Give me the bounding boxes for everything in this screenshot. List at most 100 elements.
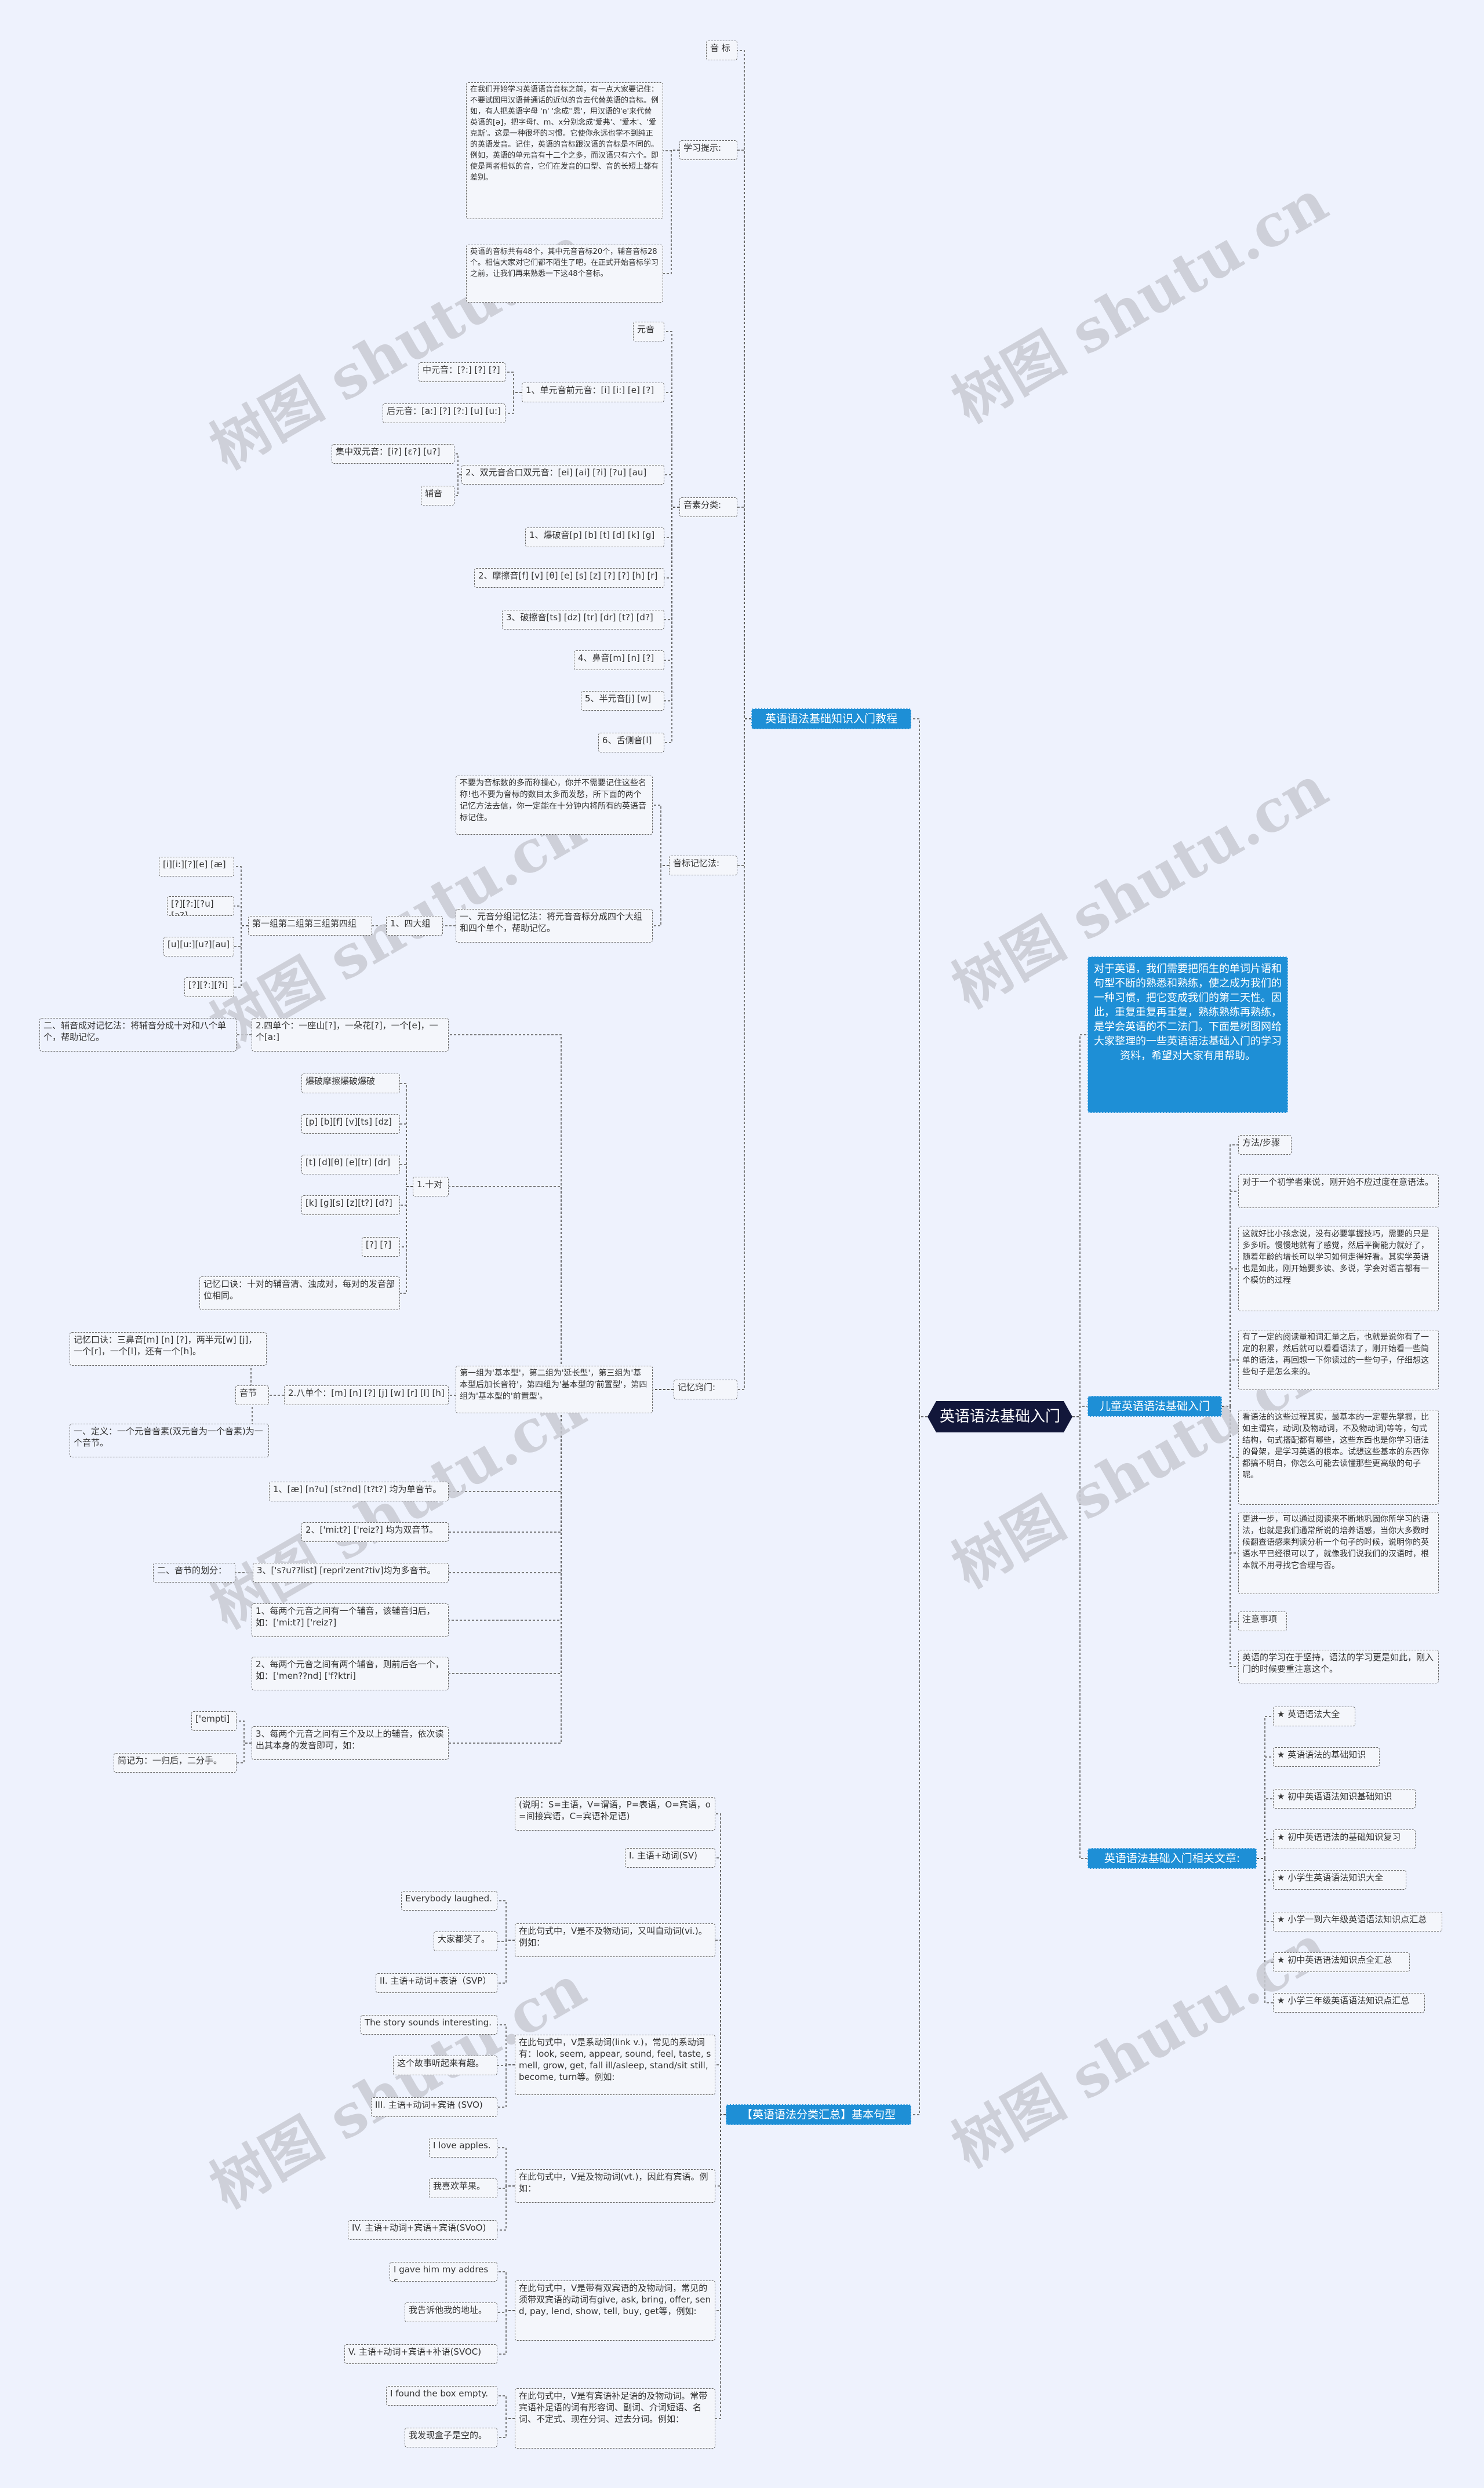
node-study-tip-text[interactable]: 在我们开始学习英语语音音标之前，有一点大家要记住：不要试图用汉语普通话的近似的音… (466, 82, 663, 219)
root-node[interactable]: 英语语法基础入门 (928, 1401, 1072, 1432)
related-article-link[interactable]: ★ 初中英语语法的基础知识复习 (1273, 1829, 1416, 1849)
node-centring-diphthong[interactable]: 集中双元音：[i?] [ε?] [u?] (332, 444, 454, 464)
connector (454, 474, 461, 496)
node-memory-method[interactable]: 音标记忆法: (669, 856, 737, 875)
node-intro-text[interactable]: 对于英语，我们需要把陌生的单词片语和句型不断的熟悉和熟练，使之成为我们的一种习惯… (1087, 956, 1288, 1113)
node-step-5[interactable]: 更进一步，可以通过阅读来不断地巩固你所学习的语法，也就是我们通常所说的培养语感，… (1238, 1512, 1439, 1594)
node-division-rule-1[interactable]: 1、每两个元音之间有一个辅音，该辅音归后，如：['mi:t?] ['reiz?] (252, 1603, 449, 1637)
node-step-4[interactable]: 看语法的这些过程其实，最基本的一定要先掌握，比如主谓宾，动词(及物动词，不及物动… (1238, 1410, 1439, 1505)
branch-sentence-patterns[interactable]: 【英语语法分类汇总】基本句型 (726, 2104, 911, 2125)
node-four-groups[interactable]: 1、四大组 (386, 916, 443, 936)
node-step-3[interactable]: 有了一定的阅读量和词汇量之后，也就是说你有了一定的积累，然后就可以看看语法了，刚… (1238, 1330, 1439, 1390)
node-study-tip[interactable]: 学习提示: (679, 140, 737, 160)
node-pattern-svoc-translation[interactable]: 我发现盒子是空的。 (405, 2428, 497, 2447)
node-pattern-svp-translation[interactable]: 这个故事听起来有趣。 (393, 2056, 497, 2075)
node-pattern-svoo[interactable]: IV. 主语+动词+宾语+宾语(SVoO) (348, 2220, 497, 2240)
node-singles-mnemonic[interactable]: 记忆口诀：三鼻音[m] [n] [?]，两半元[w] [j]，一个[r]，一个[… (70, 1332, 267, 1366)
related-article-link[interactable]: ★ 小学一到六年级英语语法知识点汇总 (1273, 1912, 1442, 1932)
node-pair-types[interactable]: 爆破摩擦爆破爆破 (301, 1074, 400, 1093)
node-syllable[interactable]: 音节 (235, 1385, 269, 1405)
related-article-link[interactable]: ★ 英语语法的基础知识 (1273, 1747, 1380, 1767)
node-notes[interactable]: 注意事项 (1238, 1612, 1287, 1631)
node-vowel[interactable]: 元音 (633, 322, 664, 341)
node-plosive[interactable]: 1、爆破音[p] [b] [t] [d] [k] [g] (525, 528, 664, 547)
node-division-summary[interactable]: 简记为：一归后，二分手。 (114, 1753, 237, 1773)
node-pattern-svo[interactable]: III. 主语+动词+宾语 (SVO) (371, 2097, 497, 2117)
node-group-4[interactable]: [?][?:][?i] (184, 977, 234, 997)
node-pattern-sv-translation[interactable]: 大家都笑了。 (434, 1932, 497, 1951)
connector (715, 2114, 726, 2419)
node-division-rule-2[interactable]: 2、每两个元音之间有两个辅音，则前后各一个，如：['men??nd] ['f?k… (252, 1657, 449, 1690)
node-pattern-svoo-translation[interactable]: 我告诉他我的地址。 (405, 2303, 497, 2322)
related-article-link[interactable]: ★ 初中英语语法知识基础知识 (1273, 1789, 1416, 1809)
node-steps[interactable]: 方法/步骤 (1238, 1135, 1292, 1155)
node-pair-row-4[interactable]: [?] [?] (362, 1237, 400, 1257)
node-pattern-sv-example[interactable]: Everybody laughed. (401, 1891, 497, 1911)
node-group-2[interactable]: [?][?:][?u][a?] (167, 896, 234, 916)
node-pattern-svp[interactable]: II. 主语+动词+表语（SVP） (376, 1973, 497, 1993)
node-pattern-svoc[interactable]: V. 主语+动词+宾语+补语(SVOC) (344, 2344, 497, 2364)
node-group-names[interactable]: 第一组第二组第三组第四组 (248, 916, 372, 936)
node-vowel-grouping[interactable]: 一、元音分组记忆法：将元音音标分成四个大组和四个单个，帮助记忆。 (456, 909, 653, 943)
node-pair-row-1[interactable]: [p] [b][f] [v][ts] [dz] (301, 1114, 400, 1134)
branch-children-grammar[interactable]: 儿童英语语法基础入门 (1087, 1396, 1222, 1417)
node-pattern-svoc-example[interactable]: I found the box empty. (386, 2386, 497, 2406)
node-pair-row-2[interactable]: [t] [d][θ] [e][tr] [dr] (301, 1155, 400, 1174)
node-pattern-sv-desc[interactable]: 在此句式中，V是不及物动词，又叫自动词(vi.)。例如： (515, 1923, 715, 1957)
node-memory-tips-text[interactable]: 第一组为'基本型'，第二组为'延长型'，第三组为'基本型后加长音符'，第四组为'… (456, 1366, 653, 1413)
node-affricate[interactable]: 3、破擦音[ts] [dz] [tr] [dr] [t?] [d?] (502, 610, 664, 630)
node-eight-singles[interactable]: 2.八单个：[m] [n] [?] [j] [w] [r] [l] [h] (284, 1385, 449, 1405)
node-step-2[interactable]: 这就好比小孩念说，没有必要掌握技巧，需要的只是多多听。慢慢地就有了感觉，然后平衡… (1238, 1227, 1439, 1311)
node-consonant-pairs[interactable]: 二、辅音成对记忆法：将辅音分成十对和八个单个，帮助记忆。 (39, 1018, 237, 1052)
node-step-1[interactable]: 对于一个初学者来说，刚开始不应过度在意语法。 (1238, 1174, 1439, 1208)
node-division-rule-3[interactable]: 3、每两个元音之间有三个及以上的辅音，依次读出其本身的发音即可，如： (252, 1726, 449, 1760)
node-pattern-svoo-desc[interactable]: 在此句式中，V是带有双宾语的及物动词，常见的须带双宾语的动词有give, ask… (515, 2280, 715, 2341)
node-pattern-sv[interactable]: I. 主语+动词(SV) (625, 1848, 715, 1868)
node-monosyllable[interactable]: 1、[æ] [n?u] [st?nd] [t?t?] 均为单音节。 (269, 1482, 449, 1501)
node-fricative[interactable]: 2、摩擦音[f] [v] [θ] [e] [s] [z] [?] [?] [h]… (474, 568, 664, 588)
node-consonant[interactable]: 辅音 (421, 486, 454, 505)
node-lateral[interactable]: 6、舌侧音[l] (598, 733, 664, 752)
node-syllable-division[interactable]: 二、音节的划分： (153, 1563, 235, 1583)
node-pattern-svoo-example[interactable]: I gave him my address. (390, 2262, 497, 2282)
connector (664, 507, 679, 701)
node-example-empty[interactable]: ['empti] (191, 1711, 237, 1731)
related-article-link[interactable]: ★ 小学生英语语法知识大全 (1273, 1870, 1406, 1890)
node-pattern-svp-desc[interactable]: 在此句式中，V是系动词(link v.)，常见的系动词有：look, seem,… (515, 2035, 715, 2095)
branch-grammar-tutorial[interactable]: 英语语法基础知识入门教程 (751, 708, 911, 729)
node-pattern-svp-example[interactable]: The story sounds interesting. (361, 2015, 497, 2035)
connector (497, 2310, 515, 2355)
node-group-1[interactable]: [i][i:][?][e] [æ] (159, 857, 234, 876)
node-polysyllable[interactable]: 3、['s?u??list] [repri'zent?tiv]均为多音节。 (253, 1563, 449, 1583)
node-four-singles[interactable]: 2.四单个：一座山[?]，一朵花[?]，一个[e]，一个[a:] (252, 1018, 449, 1052)
node-phoneme-class[interactable]: 音素分类: (679, 497, 737, 517)
node-phonetic-count[interactable]: 英语的音标共有48个，其中元音音标20个，辅音音标28个。相信大家对它们都不陌生… (466, 245, 663, 303)
node-syllable-definition[interactable]: 一、定义：一个元音音素(双元音为一个音素)为一个音节。 (70, 1424, 269, 1457)
node-back-vowel[interactable]: 后元音：[a:] [?] [?:] [u] [u:] (383, 403, 505, 423)
node-abbreviations[interactable]: (说明：S=主语，V=谓语，P=表语，O=宾语，o=间接宾语，C=宾语补足语) (515, 1797, 715, 1831)
node-pattern-svo-translation[interactable]: 我喜欢苹果。 (429, 2178, 497, 2198)
related-article-link[interactable]: ★ 英语语法大全 (1273, 1707, 1355, 1726)
related-article-link[interactable]: ★ 小学三年级英语语法知识点汇总 (1273, 1993, 1425, 2013)
node-monophthong[interactable]: 1、单元音前元音：[i] [i:] [e] [?] (522, 383, 664, 402)
connector (653, 865, 669, 926)
connector (497, 1940, 515, 1984)
node-memory-text[interactable]: 不要为音标数的多而称操心，你并不需要记住这些名称!也不要为音标的数目太多而发愁，… (456, 776, 653, 835)
node-pattern-svo-example[interactable]: I love apples. (429, 2138, 497, 2158)
node-memory-tips[interactable]: 记忆窍门: (674, 1380, 737, 1399)
node-note-1[interactable]: 英语的学习在于坚持，语法的学习更是如此，刚入门的时候要重注意这个。 (1238, 1650, 1439, 1683)
node-phonetic[interactable]: 音 标 (706, 41, 737, 60)
node-nasal[interactable]: 4、鼻音[m] [n] [?] (574, 650, 664, 670)
node-pattern-svo-desc[interactable]: 在此句式中，V是及物动词(vt.)，因此有宾语。例如： (515, 2169, 715, 2203)
node-semivowel[interactable]: 5、半元音[j] [w] (581, 691, 664, 711)
node-diphthong[interactable]: 2、双元音合口双元音：[ei] [ai] [?i] [?u] [au] (461, 465, 664, 485)
node-central-vowel[interactable]: 中元音：[?:] [?] [?] (419, 362, 505, 382)
node-ten-pairs[interactable]: 1.十对 (413, 1177, 449, 1196)
node-group-3[interactable]: [u][u:][u?][au] (163, 937, 234, 956)
node-pair-row-3[interactable]: [k] [g][s] [z][t?] [d?] (301, 1195, 400, 1215)
node-pairs-mnemonic[interactable]: 记忆口诀：十对的辅音清、浊成对，每对的发音部位相同。 (199, 1276, 400, 1310)
node-disyllable[interactable]: 2、['mi:t?] ['reiz?] 均为双音节。 (301, 1522, 449, 1542)
branch-related-articles[interactable]: 英语语法基础入门相关文章: (1087, 1848, 1257, 1869)
related-article-link[interactable]: ★ 初中英语语法知识点全汇总 (1273, 1952, 1410, 1972)
node-pattern-svoc-desc[interactable]: 在此句式中，V是有宾语补足语的及物动词。常带宾语补足语的词有形容词、副词、介词短… (515, 2388, 715, 2449)
